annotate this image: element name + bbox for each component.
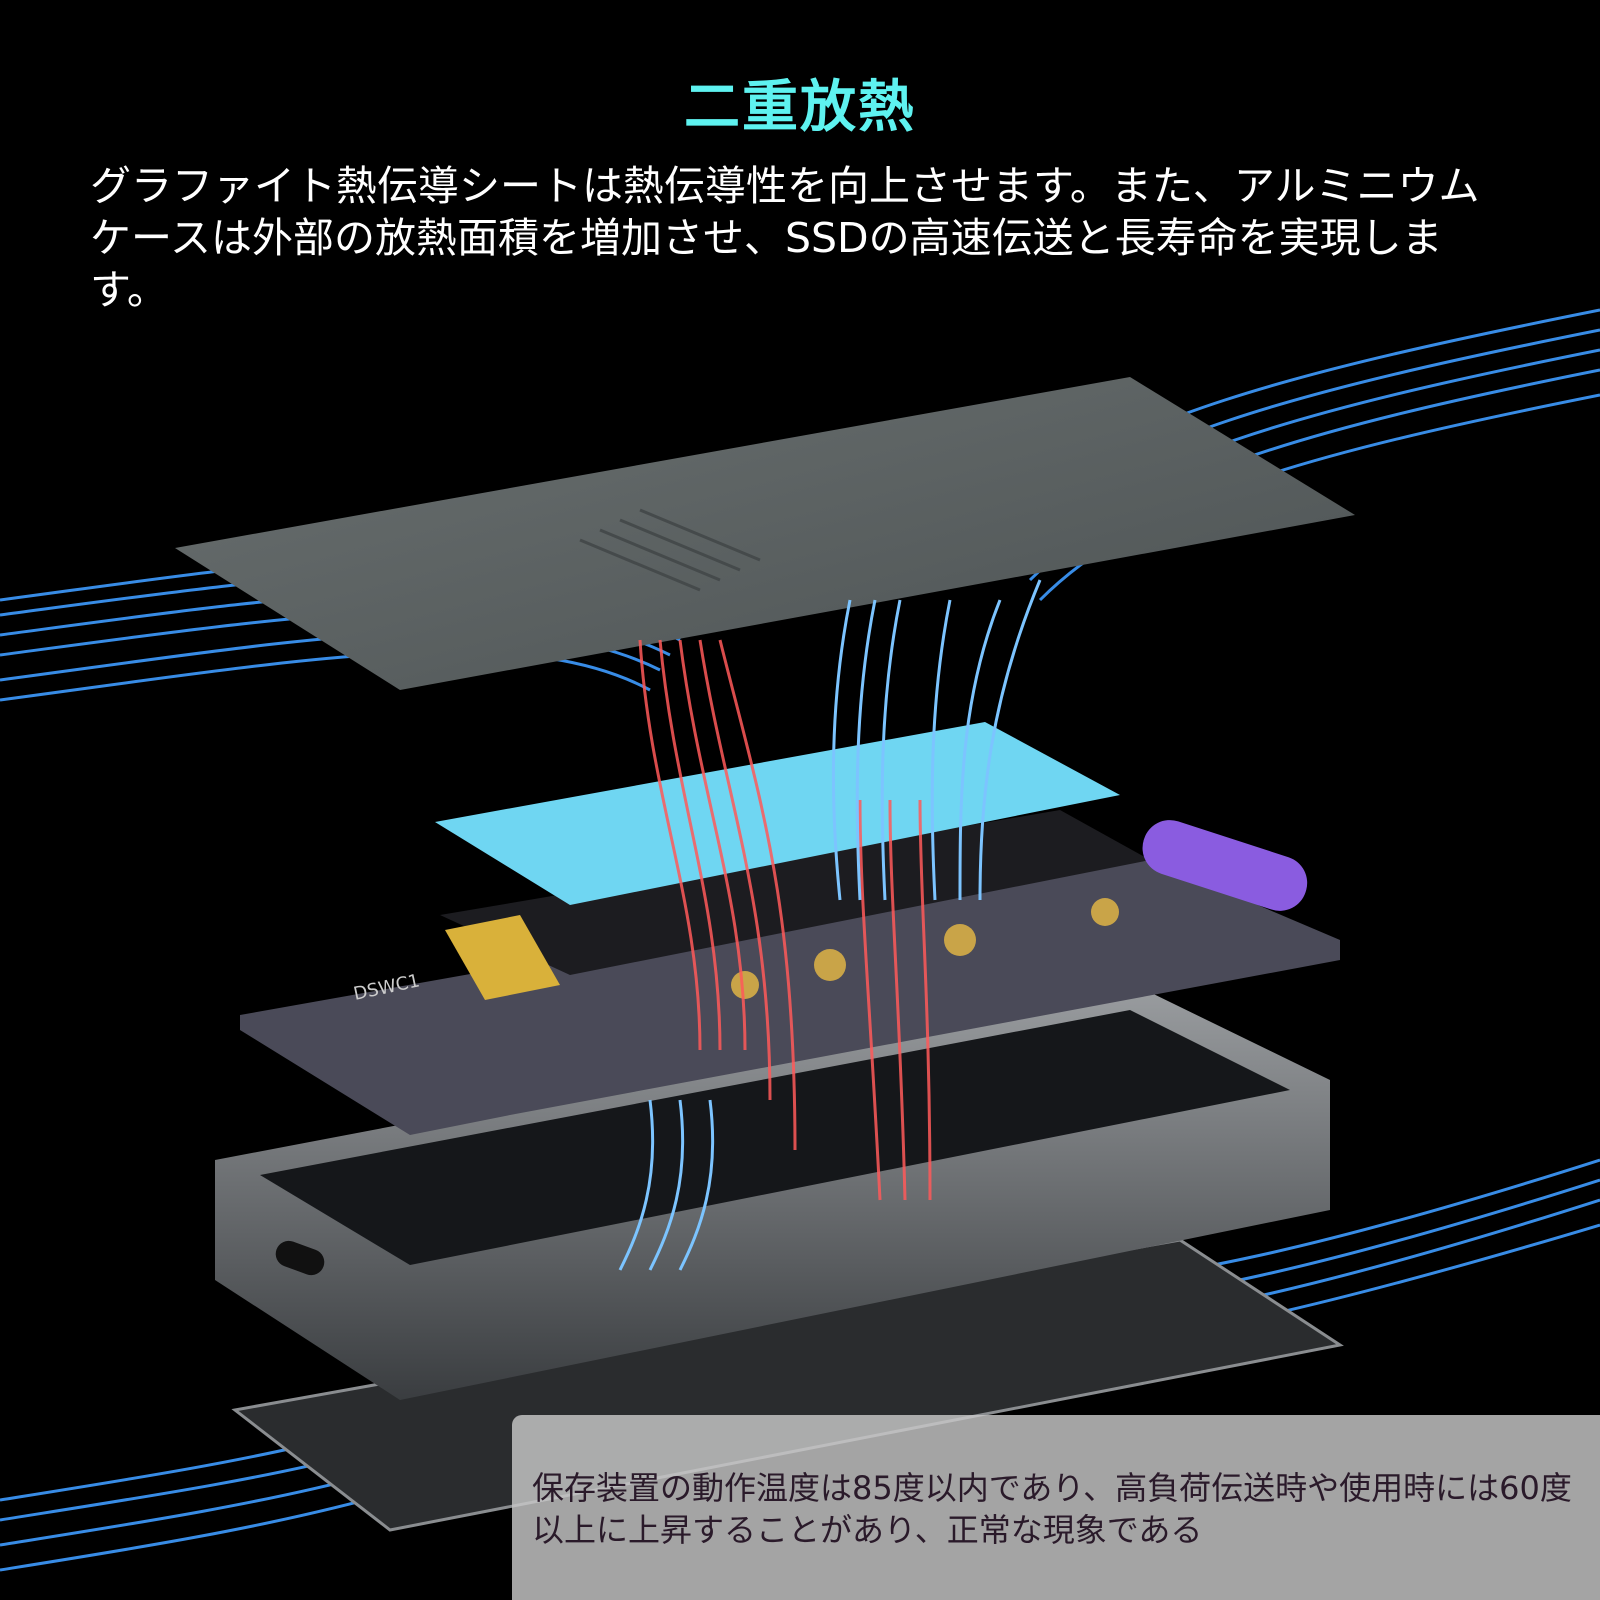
- page-title: 二重放熱: [684, 75, 916, 140]
- lid-top: [175, 377, 1355, 690]
- temperature-note-box: 保存装置の動作温度は85度以内であり、高負荷伝送時や使用時には60度以上に上昇す…: [512, 1415, 1600, 1600]
- feature-description: グラファイト熱伝導シートは熱伝導性を向上させます。また、アルミニウムケースは外部…: [90, 162, 1480, 314]
- aluminium-case: [215, 985, 1330, 1400]
- temperature-note-text: 保存装置の動作温度は85度以内であり、高負荷伝送時や使用時には60度以上に上昇す…: [532, 1469, 1572, 1549]
- thermal-pad: [435, 722, 1120, 905]
- heat-lines-cool: [618, 579, 1042, 1271]
- heat-lines-hot: [638, 639, 932, 1201]
